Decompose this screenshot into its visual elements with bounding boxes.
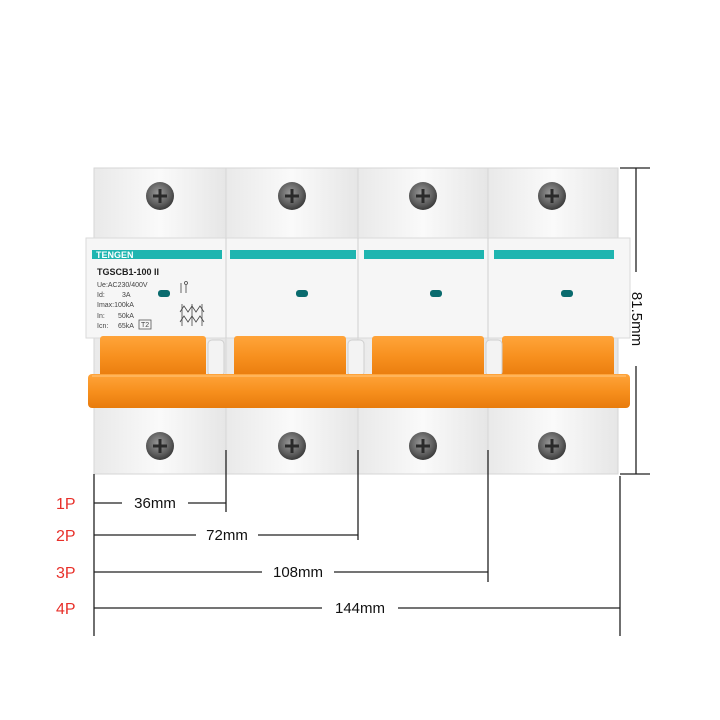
- width-label-4p: 144mm: [335, 600, 385, 617]
- pole-label-3p: 3P: [56, 565, 76, 582]
- screw-icon: [538, 432, 566, 460]
- screw-icon: [278, 182, 306, 210]
- screw-icon: [278, 432, 306, 460]
- switch-symbol-icon: [180, 281, 188, 293]
- spec-2-label: Id:: [97, 292, 105, 299]
- brand-name: TENGEN: [96, 250, 134, 260]
- status-window-icon: [158, 290, 170, 297]
- model-name: TGSCB1-100 II: [97, 267, 159, 277]
- pole-label-2p: 2P: [56, 528, 76, 545]
- status-window-icon: [561, 290, 573, 297]
- screw-icon: [409, 432, 437, 460]
- varistor-symbol-icon: [179, 304, 205, 326]
- width-label-3p: 108mm: [273, 564, 323, 581]
- screw-icon: [538, 182, 566, 210]
- height-label: 81.5mm: [628, 292, 645, 346]
- spec-4-value: 50kA: [118, 313, 134, 320]
- brand-stripe: [92, 250, 222, 259]
- status-window-icon: [430, 290, 442, 297]
- stripe-2: [230, 250, 356, 259]
- spec-5-label: Icn:: [97, 323, 108, 330]
- screw-icon: [409, 182, 437, 210]
- spec-2-value: 3A: [122, 292, 131, 299]
- stripe-3: [364, 250, 484, 259]
- pole-label-1p: 1P: [56, 496, 76, 513]
- handle-bar: [88, 336, 630, 408]
- dimension-lines: [93, 167, 650, 636]
- screw-icon: [146, 432, 174, 460]
- spec-4-label: In:: [97, 313, 105, 320]
- width-label-2p: 72mm: [206, 527, 248, 544]
- spec-3-label: Imax:100kA: [97, 302, 134, 309]
- pole-label-4p: 4P: [56, 601, 76, 618]
- width-label-1p: 36mm: [134, 495, 176, 512]
- class-badge: T2: [141, 322, 149, 329]
- screw-icon: [146, 182, 174, 210]
- breaker-body: TENGEN TGSCB1-100 II Ue:AC230/400V Id: 3…: [85, 167, 631, 475]
- spec-5-value: 65kA: [118, 323, 134, 330]
- status-window-icon: [296, 290, 308, 297]
- stripe-4: [494, 250, 614, 259]
- spec-1-label: Ue:AC230/400V: [97, 282, 148, 289]
